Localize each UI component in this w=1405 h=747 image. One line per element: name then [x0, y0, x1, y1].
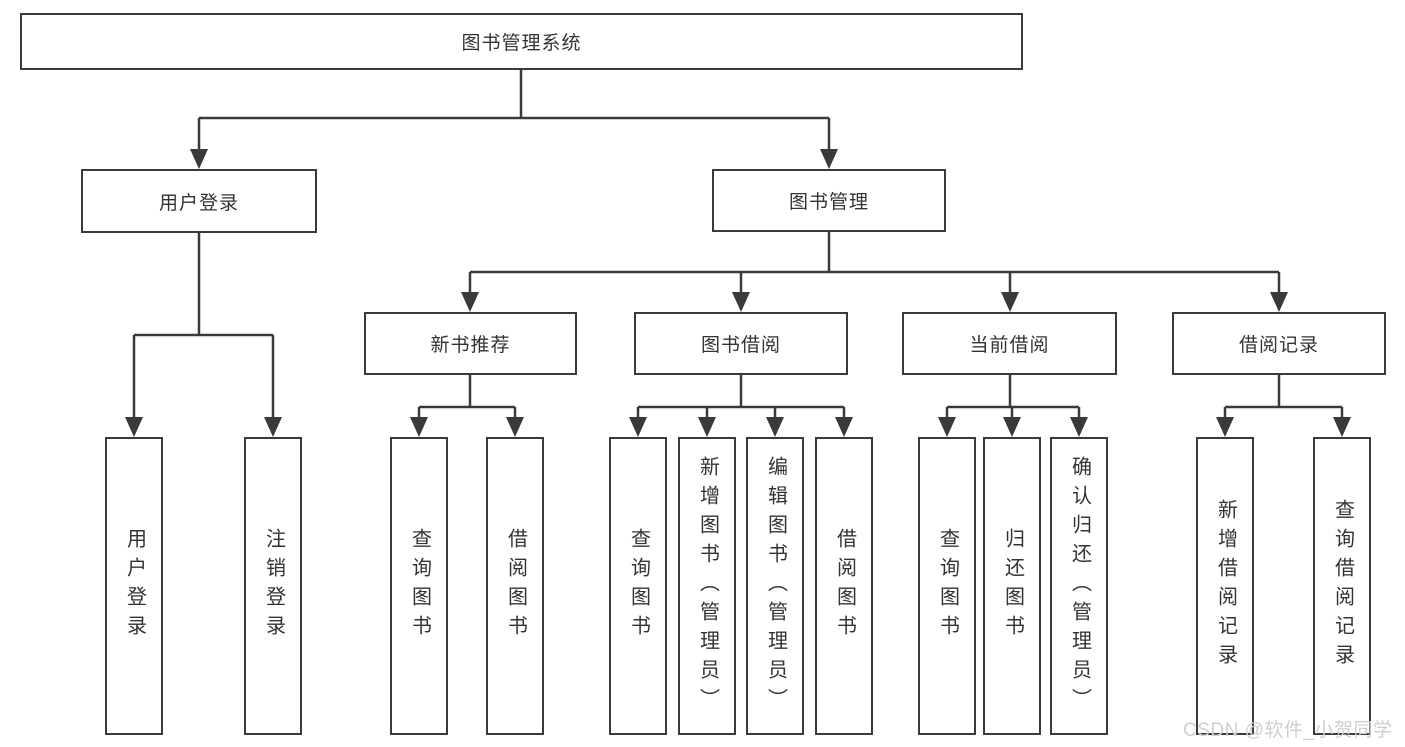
- leaf-borrow-books: 借阅图书: [815, 437, 873, 735]
- node-label: 归还图书: [1001, 528, 1024, 644]
- node-borrow-records: 借阅记录: [1172, 312, 1386, 375]
- node-label: 查询借阅记录: [1331, 499, 1354, 673]
- node-label: 用户登录: [158, 192, 239, 214]
- node-label: 查询图书: [408, 528, 431, 644]
- node-root-library-system: 图书管理系统: [20, 13, 1023, 70]
- node-label: 借阅记录: [1238, 335, 1319, 356]
- node-label: 借阅图书: [504, 528, 527, 644]
- leaf-confirm-return-admin: 确认归还（管理员）: [1050, 437, 1108, 735]
- leaf-query-borrow-record: 查询借阅记录: [1313, 437, 1371, 735]
- leaf-add-borrow-record: 新增借阅记录: [1196, 437, 1254, 735]
- node-user-login: 用户登录: [81, 169, 317, 233]
- leaf-return-books: 归还图书: [983, 437, 1041, 735]
- node-label: 编辑图书（管理员）: [764, 455, 787, 717]
- leaf-query-books-current: 查询图书: [918, 437, 976, 735]
- node-label: 图书管理: [788, 192, 869, 213]
- node-book-management: 图书管理: [712, 169, 946, 232]
- node-book-borrow: 图书借阅: [634, 312, 848, 375]
- leaf-borrow-books-recommend: 借阅图书: [486, 437, 544, 735]
- node-label: 新增图书（管理员）: [696, 455, 719, 717]
- node-current-borrow: 当前借阅: [902, 312, 1117, 375]
- csdn-watermark: CSDN @软件_小贺同学: [1183, 720, 1393, 741]
- node-label: 确认归还（管理员）: [1068, 455, 1091, 717]
- leaf-query-books-recommend: 查询图书: [390, 437, 448, 735]
- node-label: 当前借阅: [969, 335, 1050, 356]
- leaf-query-books-borrow: 查询图书: [609, 437, 667, 735]
- node-label: 查询图书: [936, 528, 959, 644]
- node-label: 新书推荐: [430, 335, 511, 356]
- node-label: 图书管理系统: [461, 33, 582, 54]
- node-label: 新增借阅记录: [1214, 499, 1237, 673]
- leaf-logout: 注销登录: [244, 437, 302, 735]
- node-label: 注销登录: [262, 528, 285, 644]
- node-label: 用户登录: [123, 528, 146, 644]
- leaf-edit-books-admin: 编辑图书（管理员）: [746, 437, 804, 735]
- node-label: 查询图书: [627, 528, 650, 644]
- node-label: 借阅图书: [833, 528, 856, 644]
- node-new-book-recommend: 新书推荐: [364, 312, 577, 375]
- leaf-add-books-admin: 新增图书（管理员）: [678, 437, 736, 735]
- node-label: 图书借阅: [700, 335, 781, 356]
- leaf-user-login: 用户登录: [105, 437, 163, 735]
